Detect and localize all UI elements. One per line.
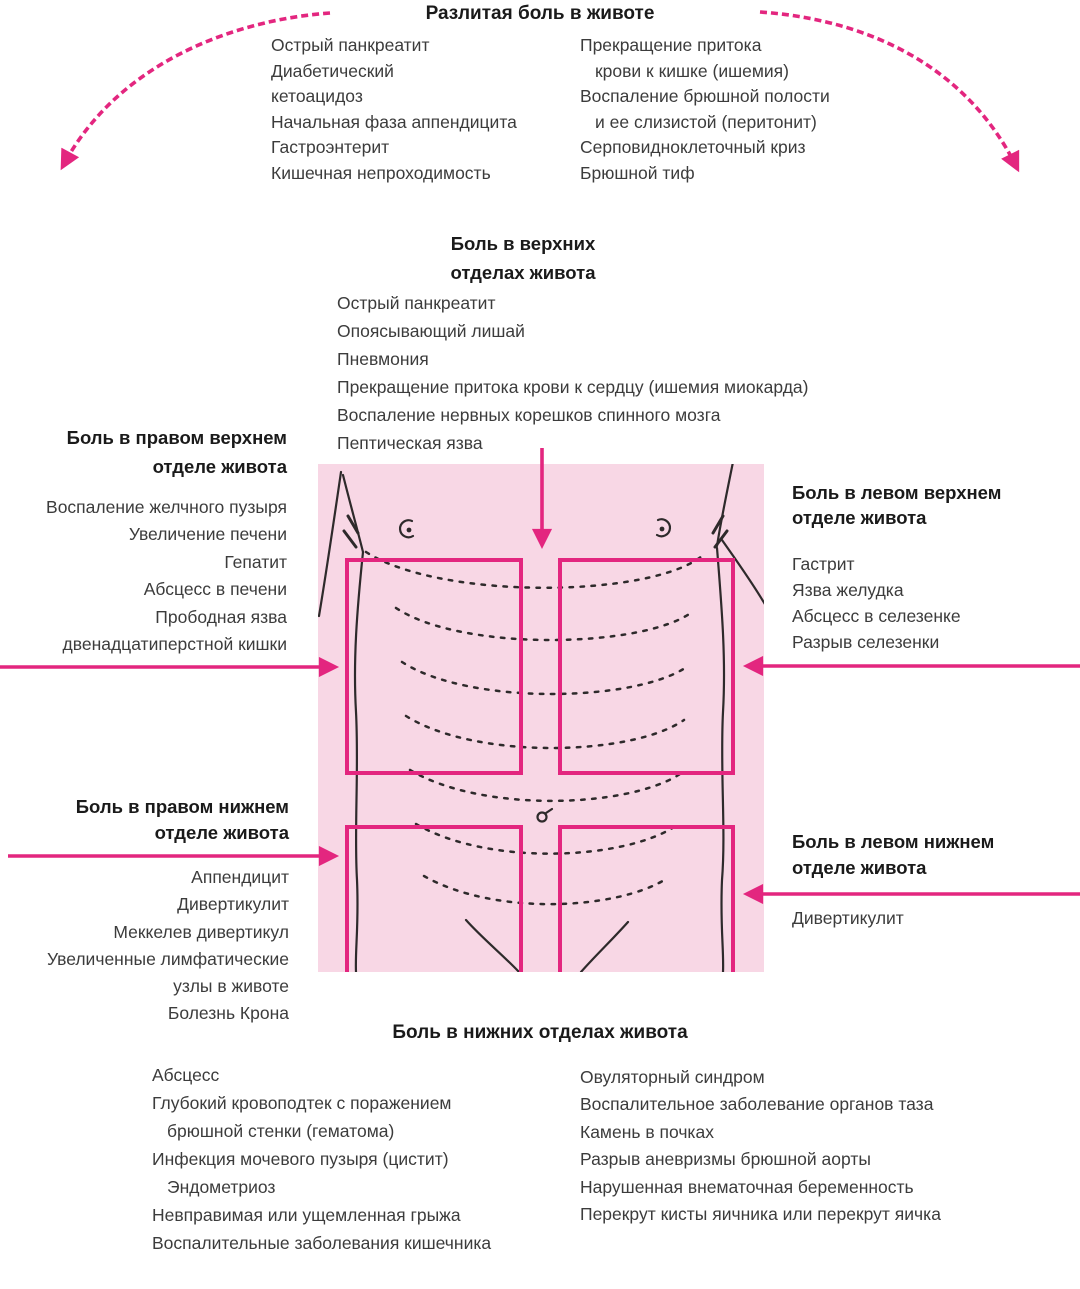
cause-item: Язва желудка <box>792 580 904 600</box>
upper-abdomen-list: Острый панкреатит Опоясывающий лишай Пне… <box>337 289 808 457</box>
cause-item: Болезнь Крона <box>167 1003 289 1024</box>
lower-abdomen-title: Боль в нижних отделах живота <box>392 1022 688 1043</box>
cause-item: Острый панкреатит <box>271 35 430 55</box>
diffuse-pain-title: Разлитая боль в животе <box>425 3 655 24</box>
cause-item: Абсцесс в печени <box>143 579 287 600</box>
body-sketch <box>318 464 764 972</box>
cause-item: Воспаление брюшной полости <box>580 86 830 106</box>
cause-item: Воспалительное заболевание органов таза <box>580 1094 934 1115</box>
lower-abdomen-list-right: Овуляторный синдром Воспалительное забол… <box>580 1064 941 1228</box>
cause-item: узлы в животе <box>173 976 289 997</box>
right-upper-quadrant-list: Воспаление желчного пузыря Увеличение пе… <box>0 494 287 658</box>
cause-item: двенадцатиперстной кишки <box>62 634 287 655</box>
diffuse-pain-list-left: Острый панкреатит Диабетический кетоацид… <box>271 33 517 186</box>
cause-item: Прекращение притока крови к сердцу (ишем… <box>337 377 809 397</box>
cause-item: Прекращение притока <box>580 35 762 55</box>
cause-item: Абсцесс в селезенке <box>792 606 961 626</box>
quadrant-left-upper <box>558 558 735 775</box>
cause-item: Аппендицит <box>191 867 289 887</box>
left-lower-quadrant-list: Дивертикулит <box>792 905 904 931</box>
nipple-right-icon <box>655 518 672 538</box>
cause-item: Абсцесс <box>152 1065 220 1085</box>
cause-item: кетоацидоз <box>271 86 363 106</box>
cause-item: Воспаление желчного пузыря <box>46 497 287 517</box>
left-upper-quadrant-title: Боль в левом верхнем отделе живота <box>792 482 1002 528</box>
cause-item: Перекрут кисты яичника или перекрут яичк… <box>580 1204 941 1225</box>
cause-item: брюшной стенки (гематома) <box>167 1121 395 1141</box>
cause-item: Серповидноклеточный криз <box>580 137 806 157</box>
cause-item: Нарушенная внематочная беременность <box>580 1176 914 1197</box>
cause-item: Овуляторный синдром <box>580 1067 765 1087</box>
cause-item: Камень в почках <box>580 1121 714 1142</box>
quadrant-right-upper <box>345 558 523 775</box>
left-upper-quadrant-list: Гастрит Язва желудка Абсцесс в селезенке… <box>792 551 961 655</box>
cause-item: Гастрит <box>792 554 855 574</box>
cause-item: Гастроэнтерит <box>271 137 390 157</box>
arrow-diffuse-left <box>60 11 331 171</box>
left-lower-quadrant-title: Боль в левом нижнем отделе живота <box>792 831 995 878</box>
cause-item: Кишечная непроходимость <box>271 162 491 183</box>
cause-item: Эндометриоз <box>167 1177 276 1197</box>
cause-item: Увеличение печени <box>128 524 287 545</box>
nipple-left-icon <box>398 519 415 539</box>
right-lower-quadrant-title: Боль в правом нижнем отделе живота <box>75 796 289 843</box>
cause-item: Меккелев дивертикул <box>113 921 289 942</box>
cause-item: Воспалительные заболевания кишечника <box>152 1233 492 1253</box>
upper-abdomen-title: Боль в верхних отделах живота <box>450 233 596 283</box>
cause-item: Начальная фаза аппендицита <box>271 111 517 132</box>
cause-item: Диабетический <box>271 60 394 81</box>
right-lower-quadrant-list: Аппендицит Дивертикулит Меккелев диверти… <box>0 864 289 1028</box>
quadrant-left-lower <box>558 825 735 972</box>
cause-item: и ее слизистой (перитонит) <box>595 111 817 132</box>
cause-item: Прободная язва <box>155 606 287 627</box>
cause-item: Опоясывающий лишай <box>337 321 525 341</box>
diffuse-pain-list-right: Прекращение притока крови к кишке (ишеми… <box>580 33 830 186</box>
cause-item: Гепатит <box>224 551 287 572</box>
navel-icon <box>536 807 554 823</box>
cause-item: Пневмония <box>337 349 429 369</box>
rib-contour-arcs <box>364 550 704 906</box>
cause-item: крови к кишке (ишемия) <box>595 60 789 81</box>
cause-item: Дивертикулит <box>792 908 904 928</box>
cause-item: Брюшной тиф <box>580 162 695 183</box>
right-upper-quadrant-title: Боль в правом верхнем отделе живота <box>66 427 287 477</box>
cause-item: Дивертикулит <box>177 894 289 915</box>
cause-item: Разрыв аневризмы брюшной аорты <box>580 1149 871 1170</box>
cause-item: Воспаление нервных корешков спинного моз… <box>337 405 721 425</box>
cause-item: Увеличенные лимфатические <box>46 948 289 969</box>
cause-item: Острый панкреатит <box>337 293 496 313</box>
cause-item: Инфекция мочевого пузыря (цистит) <box>152 1149 449 1169</box>
quadrant-outlines <box>345 558 735 972</box>
cause-item: Глубокий кровоподтек с поражением <box>152 1093 452 1113</box>
lower-abdomen-list-left: Абсцесс Глубокий кровоподтек с поражение… <box>152 1061 491 1257</box>
cause-item: Пептическая язва <box>337 433 483 453</box>
cause-item: Разрыв селезенки <box>792 632 940 652</box>
cause-item: Невправимая или ущемленная грыжа <box>152 1205 461 1225</box>
quadrant-right-lower <box>345 825 523 972</box>
arrow-diffuse-right <box>759 10 1020 173</box>
